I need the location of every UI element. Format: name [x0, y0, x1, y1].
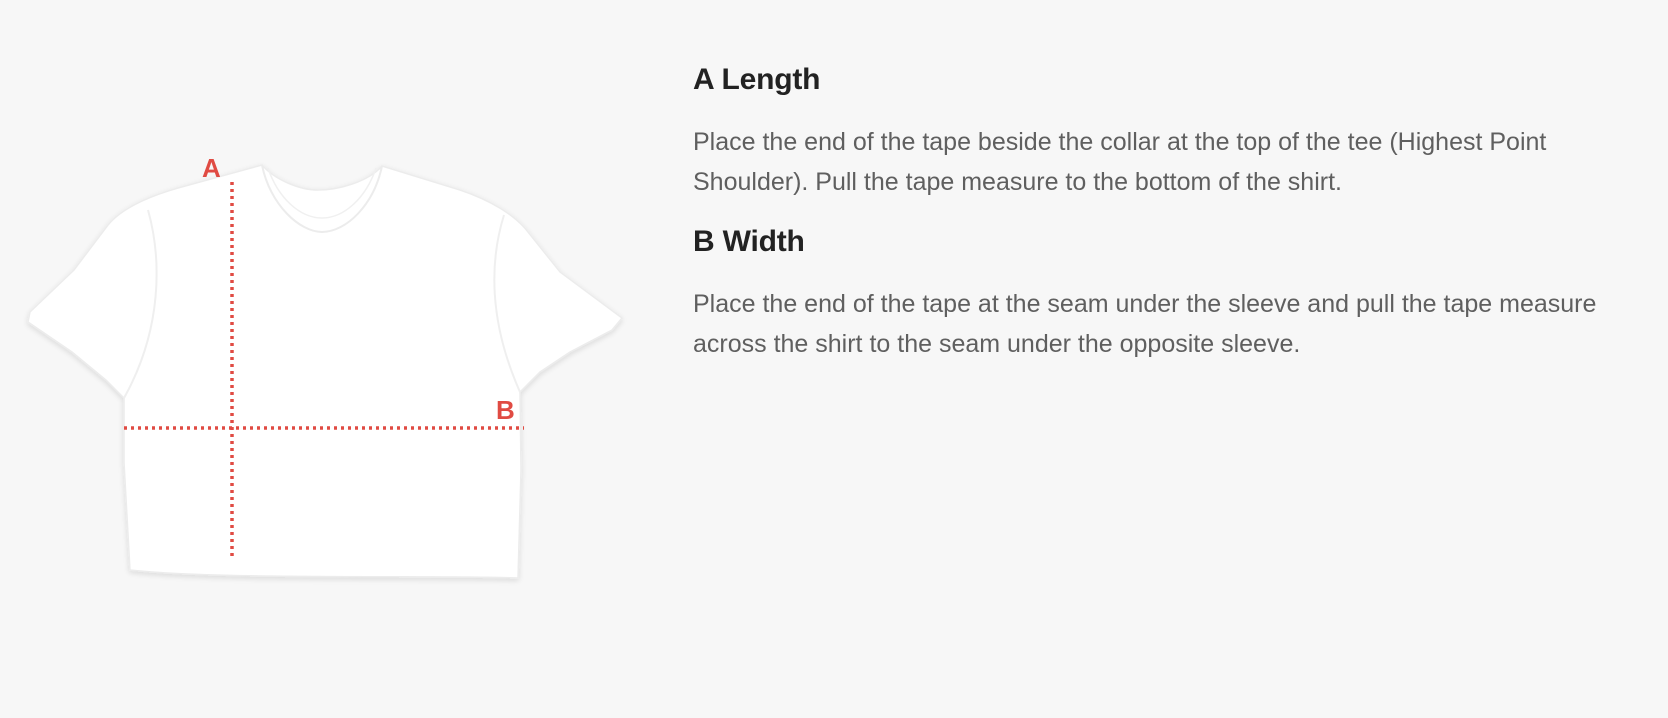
tshirt-collar-band [267, 167, 377, 219]
tshirt-body [27, 164, 624, 579]
measurement-instructions: A Length Place the end of the tape besid… [693, 58, 1633, 382]
right-sleeve-seam [493, 214, 521, 393]
width-description: Place the end of the tape at the seam un… [693, 290, 1597, 358]
width-heading: B Width [693, 225, 805, 258]
length-heading: A Length [693, 63, 821, 96]
marker-a-label: A [202, 153, 221, 183]
marker-b-label: B [496, 395, 515, 425]
crop-tee-icon: A B [27, 153, 624, 579]
tshirt-collar [261, 164, 383, 234]
measurement-illustration: A B [0, 0, 640, 718]
width-section: B Width Place the end of the tape at the… [693, 220, 1633, 364]
length-description: Place the end of the tape beside the col… [693, 128, 1547, 196]
length-section: A Length Place the end of the tape besid… [693, 58, 1633, 202]
left-sleeve-seam [123, 209, 158, 399]
